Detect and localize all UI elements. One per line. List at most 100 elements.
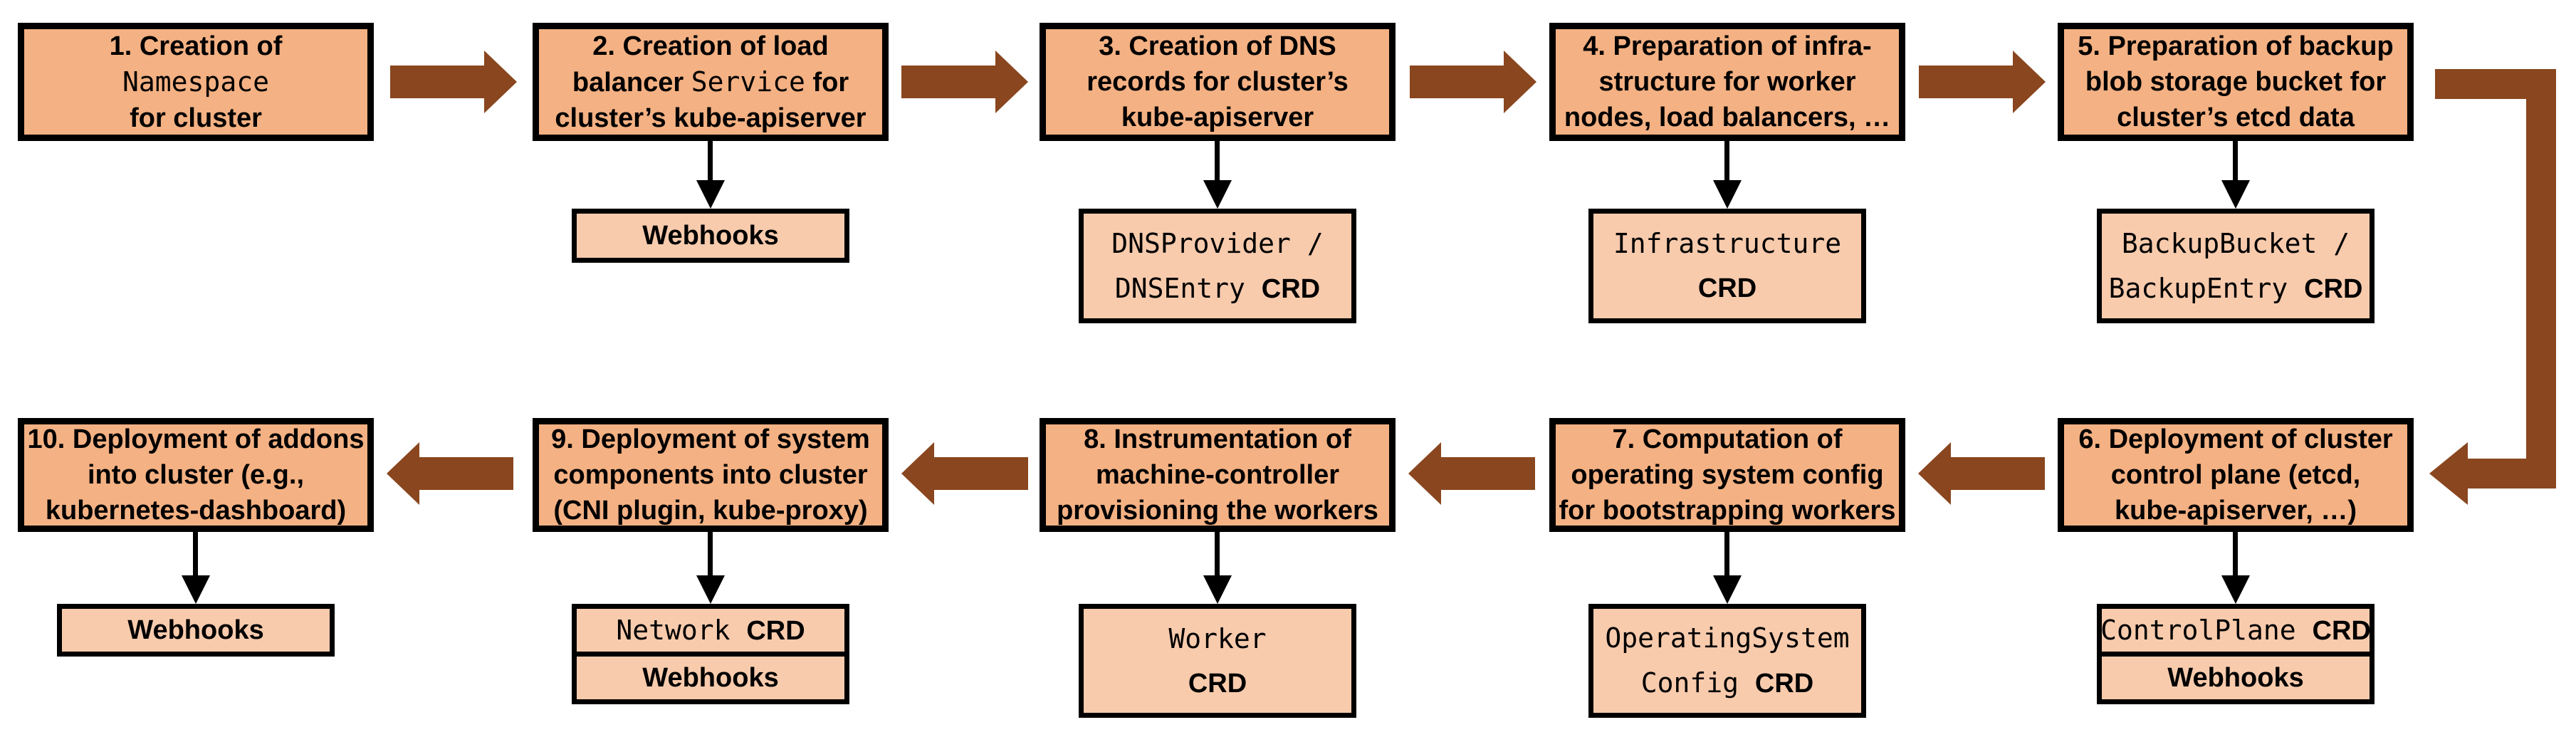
step-5-crd-box: BackupBucket / BackupEntry CRD xyxy=(2097,209,2375,323)
step-3-crd-box: DNSProvider / DNSEntry CRD xyxy=(1079,209,1356,323)
label-text: for xyxy=(805,67,849,98)
label-text: cluster’s kube-apiserver xyxy=(555,103,866,133)
arrow-step2-to-step3-icon xyxy=(901,51,1028,113)
label-text: 1. Creation of xyxy=(109,31,283,61)
text-line: blob storage bucket for xyxy=(2085,64,2386,100)
resource-name-text: BackupBucket / xyxy=(2121,227,2350,259)
text-line: into cluster (e.g., xyxy=(88,457,304,493)
text-line: BackupBucket / xyxy=(2122,221,2350,266)
text-line: Webhooks xyxy=(127,608,263,652)
elbow-connector-vertical-segment xyxy=(2526,69,2556,488)
step-6-webhooks-box: Webhooks xyxy=(2097,652,2375,704)
step-7-box: 7. Computation of operating system config… xyxy=(1549,418,1905,532)
text-line: DNSProvider / xyxy=(1111,221,1323,266)
text-line: Config CRD xyxy=(1641,661,1813,706)
label-text: into cluster (e.g., xyxy=(87,460,305,490)
elbow-connector-arrowhead-icon xyxy=(2429,442,2468,505)
arrow-step4-to-step5-icon xyxy=(1919,51,2046,113)
label-text: (CNI plugin, kube-proxy) xyxy=(553,496,868,526)
text-line: kube-apiserver xyxy=(1121,100,1314,135)
resource-name-text: Service xyxy=(691,66,805,98)
label-text: CRD xyxy=(2312,615,2371,646)
resource-name-text: Config xyxy=(1640,667,1755,699)
step-8-box: 8. Instrumentation of machine-controller p… xyxy=(1040,418,1396,532)
label-text: structure for worker xyxy=(1598,67,1856,97)
text-line: components into cluster xyxy=(553,457,867,493)
resource-name-text: Infrastructure xyxy=(1613,228,1842,259)
label-text: control plane (etcd, xyxy=(2110,460,2361,490)
arrow-step3-to-step4-icon xyxy=(1410,51,1536,113)
label-text: Webhooks xyxy=(2167,663,2304,693)
label-text: 5. Preparation of backup xyxy=(2078,31,2394,61)
text-line: for bootstrapping workers xyxy=(1559,493,1896,528)
label-text: blob storage bucket for xyxy=(2085,67,2387,97)
text-line: (CNI plugin, kube-proxy) xyxy=(553,493,867,528)
text-line: DNSEntry CRD xyxy=(1115,266,1320,311)
text-line: 1. Creation of xyxy=(110,28,283,64)
label-text: 10. Deployment of addons xyxy=(27,424,365,454)
step-9-webhooks-box: Webhooks xyxy=(572,652,849,704)
label-text: for bootstrapping workers xyxy=(1559,496,1896,526)
step-6-crd-box: ControlPlane CRD xyxy=(2097,604,2375,657)
text-line: CRD xyxy=(1188,662,1247,706)
text-line: for cluster xyxy=(130,100,262,136)
text-line: 10. Deployment of addons xyxy=(28,422,365,457)
text-line: Webhooks xyxy=(2167,656,2303,700)
label-text: machine-controller xyxy=(1095,460,1340,490)
text-line: Webhooks xyxy=(642,656,778,700)
text-line: operating system config xyxy=(1571,457,1883,493)
arrow-step7-to-step8-icon xyxy=(1408,442,1535,505)
text-line: 8. Instrumentation of xyxy=(1084,422,1351,457)
label-text: kube-apiserver, …) xyxy=(2114,496,2357,526)
label-text: operating system config xyxy=(1571,460,1884,490)
text-line: CRD xyxy=(1698,266,1756,310)
text-line: 7. Computation of xyxy=(1613,422,1843,457)
text-line: OperatingSystem xyxy=(1605,616,1849,661)
label-text: CRD xyxy=(1754,669,1814,699)
resource-name-text: Network xyxy=(616,614,747,646)
label-text: Webhooks xyxy=(127,615,264,645)
label-text: provisioning the workers xyxy=(1057,496,1378,526)
step-5-box: 5. Preparation of backup blob storage buc… xyxy=(2058,23,2414,141)
text-line: kubernetes-dashboard) xyxy=(46,493,346,528)
label-text: CRD xyxy=(1697,273,1757,303)
label-text: 6. Deployment of cluster xyxy=(2078,424,2393,454)
text-line: 4. Preparation of infra- xyxy=(1583,28,1871,64)
text-line: nodes, load balancers, … xyxy=(1564,100,1890,135)
text-line: 2. Creation of load xyxy=(592,28,828,64)
label-text: 9. Deployment of system xyxy=(551,424,870,454)
label-text: CRD xyxy=(2304,273,2363,304)
arrow-step1-to-step2-icon xyxy=(390,51,517,113)
text-line: ControlPlane CRD xyxy=(2100,608,2371,653)
text-line: Network CRD xyxy=(616,608,805,653)
label-text: CRD xyxy=(746,615,805,646)
step-1-box: 1. Creation of Namespace for cluster xyxy=(18,23,374,141)
text-line: 9. Deployment of system xyxy=(551,422,870,457)
text-line: Worker xyxy=(1168,617,1266,662)
text-line: records for cluster’s xyxy=(1087,64,1348,100)
arrow-step6-to-step7-icon xyxy=(1918,442,2045,505)
label-text: 3. Creation of DNS xyxy=(1099,31,1336,61)
arrow-step9-to-step10-icon xyxy=(387,442,513,505)
label-text: for cluster xyxy=(130,103,262,133)
text-line: machine-controller xyxy=(1096,457,1339,493)
text-line: 3. Creation of DNS xyxy=(1099,28,1336,64)
step-10-webhooks-box: Webhooks xyxy=(57,604,335,657)
step-9-crd-box: Network CRD xyxy=(572,604,849,657)
step-10-box: 10. Deployment of addons into cluster (e.… xyxy=(18,418,374,532)
resource-name-text: BackupEntry xyxy=(2108,272,2305,304)
label-text: records for cluster’s xyxy=(1087,67,1349,97)
text-line: provisioning the workers xyxy=(1057,493,1378,528)
resource-name-text: DNSProvider / xyxy=(1111,227,1324,259)
text-line: BackupEntry CRD xyxy=(2109,266,2363,311)
label-text: cluster’s etcd data xyxy=(2117,103,2355,132)
label-text: 7. Computation of xyxy=(1612,424,1843,454)
label-text: 8. Instrumentation of xyxy=(1084,424,1351,454)
label-text: Webhooks xyxy=(642,221,779,251)
label-text: kubernetes-dashboard) xyxy=(45,496,347,526)
resource-name-text: Namespace xyxy=(122,66,269,98)
step-4-box: 4. Preparation of infra-structure for wo… xyxy=(1549,23,1905,141)
